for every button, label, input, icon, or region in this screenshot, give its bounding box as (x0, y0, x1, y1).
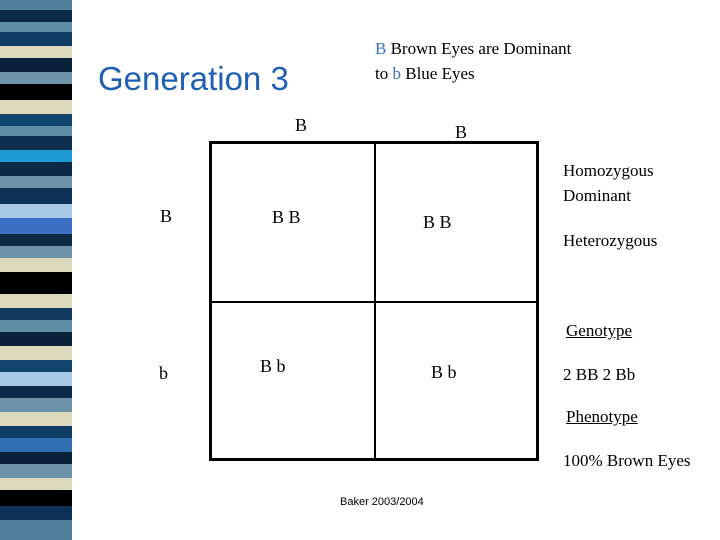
mosaic-block (0, 294, 72, 308)
mosaic-block (0, 346, 72, 360)
dominance-note-line2-prefix: to (375, 64, 393, 83)
mosaic-block (0, 272, 72, 294)
mosaic-block (0, 126, 72, 136)
mosaic-block (0, 360, 72, 372)
mosaic-block (0, 506, 72, 520)
mosaic-block (0, 84, 72, 100)
punnett-square: B B B B B b B b (209, 141, 539, 461)
mosaic-block (0, 58, 72, 72)
mosaic-block (0, 32, 72, 46)
page-title: Generation 3 (98, 60, 289, 97)
genotype-value: 2 BB 2 Bb (563, 365, 636, 384)
mosaic-block (0, 308, 72, 320)
allele-b-symbol: b (392, 64, 401, 83)
punnett-cell-bottom-right: B b (431, 362, 457, 382)
mosaic-block (0, 100, 72, 114)
punnett-cell-top-left: B B (272, 207, 301, 227)
mosaic-block (0, 464, 72, 478)
homozygous-dominant-note: Homozygous Dominant (563, 158, 654, 208)
mosaic-block (0, 490, 72, 506)
mosaic-block (0, 204, 72, 218)
allele-B-symbol: B (375, 39, 387, 58)
mosaic-block (0, 234, 72, 246)
genotype-heading: Genotype (566, 321, 633, 340)
mosaic-block (0, 0, 72, 10)
mosaic-block (0, 452, 72, 464)
mosaic-block (0, 412, 72, 426)
mosaic-block (0, 372, 72, 386)
heterozygous-note: Heterozygous (563, 231, 658, 250)
mosaic-block (0, 398, 72, 412)
dominance-note: B Brown Eyes are Dominant to b Blue Eyes (375, 36, 685, 86)
dominance-note-line2-text: Blue Eyes (400, 64, 475, 83)
punnett-cell-top-right: B B (423, 212, 452, 232)
dominance-note-line1: B Brown Eyes are Dominant (375, 36, 685, 61)
mosaic-block (0, 520, 72, 540)
mosaic-block (0, 320, 72, 332)
homozygous-dominant-line2: Dominant (563, 186, 631, 205)
mosaic-block (0, 386, 72, 398)
mosaic-block (0, 72, 72, 84)
punnett-top-allele-2: B (455, 122, 468, 142)
mosaic-block (0, 162, 72, 176)
credit-line: Baker 2003/2004 (340, 496, 424, 508)
punnett-side-allele-2: b (159, 363, 168, 383)
dominance-note-line1-text: Brown Eyes are Dominant (386, 39, 572, 58)
homozygous-dominant-line1: Homozygous (563, 161, 654, 180)
mosaic-block (0, 426, 72, 438)
punnett-side-allele-1: B (160, 206, 173, 226)
punnett-horizontal-divider (212, 301, 536, 303)
mosaic-block (0, 22, 72, 32)
mosaic-block (0, 114, 72, 126)
mosaic-block (0, 46, 72, 58)
dominance-note-line2: to b Blue Eyes (375, 61, 685, 86)
phenotype-value: 100% Brown Eyes (563, 451, 691, 470)
mosaic-block (0, 188, 72, 204)
mosaic-block (0, 478, 72, 490)
mosaic-block (0, 136, 72, 150)
punnett-top-allele-1: B (295, 115, 308, 135)
mosaic-block (0, 438, 72, 452)
mosaic-block (0, 218, 72, 234)
mosaic-block (0, 176, 72, 188)
mosaic-block (0, 246, 72, 258)
mosaic-block (0, 332, 72, 346)
mosaic-block (0, 10, 72, 22)
punnett-cell-bottom-left: B b (260, 356, 286, 376)
decorative-mosaic-strip (0, 0, 72, 540)
mosaic-block (0, 258, 72, 272)
phenotype-heading: Phenotype (566, 407, 638, 426)
mosaic-block (0, 150, 72, 162)
